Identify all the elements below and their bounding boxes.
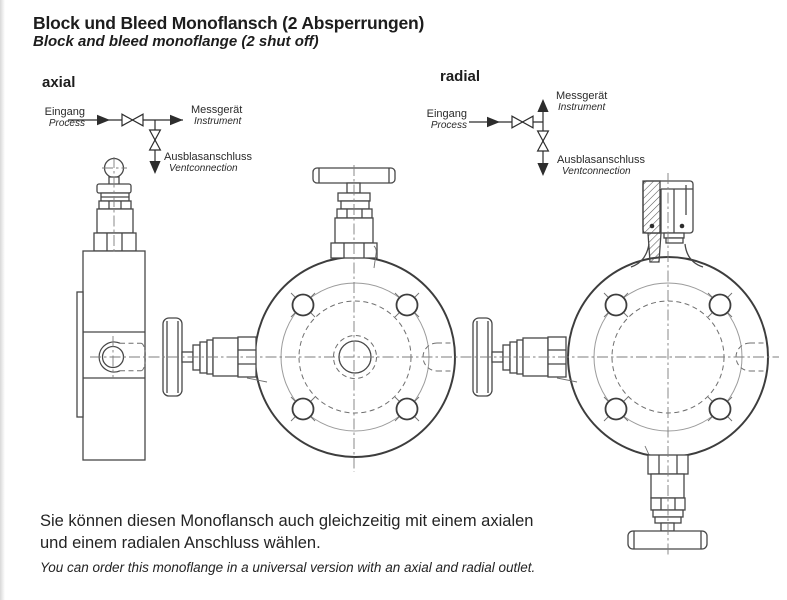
collar-ring [663,232,685,239]
bonnet [96,208,134,234]
packing-nut [509,341,518,374]
instrument-arrow-icon [170,114,183,126]
bolt-holes [290,292,420,422]
axial-instrument-label: Messgerät [191,104,243,116]
bolt-holes [603,292,733,422]
radial-instrument-sublabel: Instrument [558,102,606,113]
bleed-valve-icon [148,138,162,151]
bleed-valve-icon [536,139,550,152]
axial-flow-schematic [68,113,183,174]
block-valve-icon [511,115,524,129]
packing-nut [199,341,208,374]
bolt-hole [395,293,419,317]
block-valve-icon [521,115,534,129]
packing-nut [192,344,201,371]
radial-instrument-label: Messgerät [556,90,608,102]
radial-vent-sublabel: Ventconnection [562,166,631,177]
axial-inlet-label: Eingang [44,106,85,118]
radial-inlet-sublabel: Process [430,120,467,131]
block-valve-icon [131,113,144,127]
centerlines [90,157,779,555]
t-handle-bar [627,530,708,550]
threaded-stem [647,232,662,263]
valve-stem [346,182,361,194]
flange-tab [76,291,84,418]
radial-vent-label: Ausblasanschluss [557,154,646,166]
collar-ring [665,237,684,244]
bolt-hole [708,293,732,317]
inlet-arrow-icon [487,116,500,128]
footer-note-english: You can order this monoflange in a unive… [40,560,536,575]
vent-arrow-icon [149,161,161,174]
footer-note-line2: und einem radialen Anschluss wählen. [40,534,321,552]
bolt-hole [291,293,315,317]
bolt-hole [291,397,315,421]
axial-front-view-drawing [162,167,456,458]
bleed-valve-icon [536,130,550,143]
bolt-hole [604,293,628,317]
coupling-section-hatch [642,180,661,234]
bolt-hole [604,397,628,421]
bottom-valve-assembly [627,445,708,550]
vent-connector-fitting [630,180,704,268]
block-valve-icon [121,113,134,127]
bolt-hole [708,397,732,421]
lock-pin [373,245,377,269]
base-hex [93,232,137,252]
valve-stem [660,522,675,532]
axial-inlet-sublabel: Process [48,118,85,129]
radial-front-view-drawing [472,180,769,550]
gland-hex [98,200,132,210]
radial-section-label: radial [440,68,481,85]
radial-inlet-label: Eingang [426,108,467,120]
radial-flow-schematic [469,99,550,176]
gland-hex [336,208,373,219]
valve-body [82,250,146,461]
packing-nut [502,344,511,371]
vent-valve-assembly [93,157,137,252]
inlet-arrow-icon [97,114,110,126]
scan-edge-shading [0,0,5,600]
footer-note-line1: Sie können diesen Monoflansch auch gleic… [40,512,534,530]
axial-section-label: axial [42,74,76,91]
axial-vent-sublabel: Ventconnection [169,163,238,174]
bleed-valve-icon [148,129,162,142]
vent-arrow-icon [537,163,549,176]
page-title: Block und Bleed Monoflansch (2 Absperrun… [33,13,425,33]
instrument-valve-assembly [312,167,396,269]
side-view-drawing [76,157,146,461]
collar [340,200,370,210]
page-subtitle: Block and bleed monoflange (2 shut off) [33,33,319,50]
section-dot [679,223,685,229]
section-dot [649,223,655,229]
bonnet [650,473,685,499]
axial-vent-label: Ausblasanschluss [164,151,253,163]
instrument-arrow-icon [537,99,549,112]
axial-instrument-sublabel: Instrument [194,116,242,127]
bolt-hole [395,397,419,421]
